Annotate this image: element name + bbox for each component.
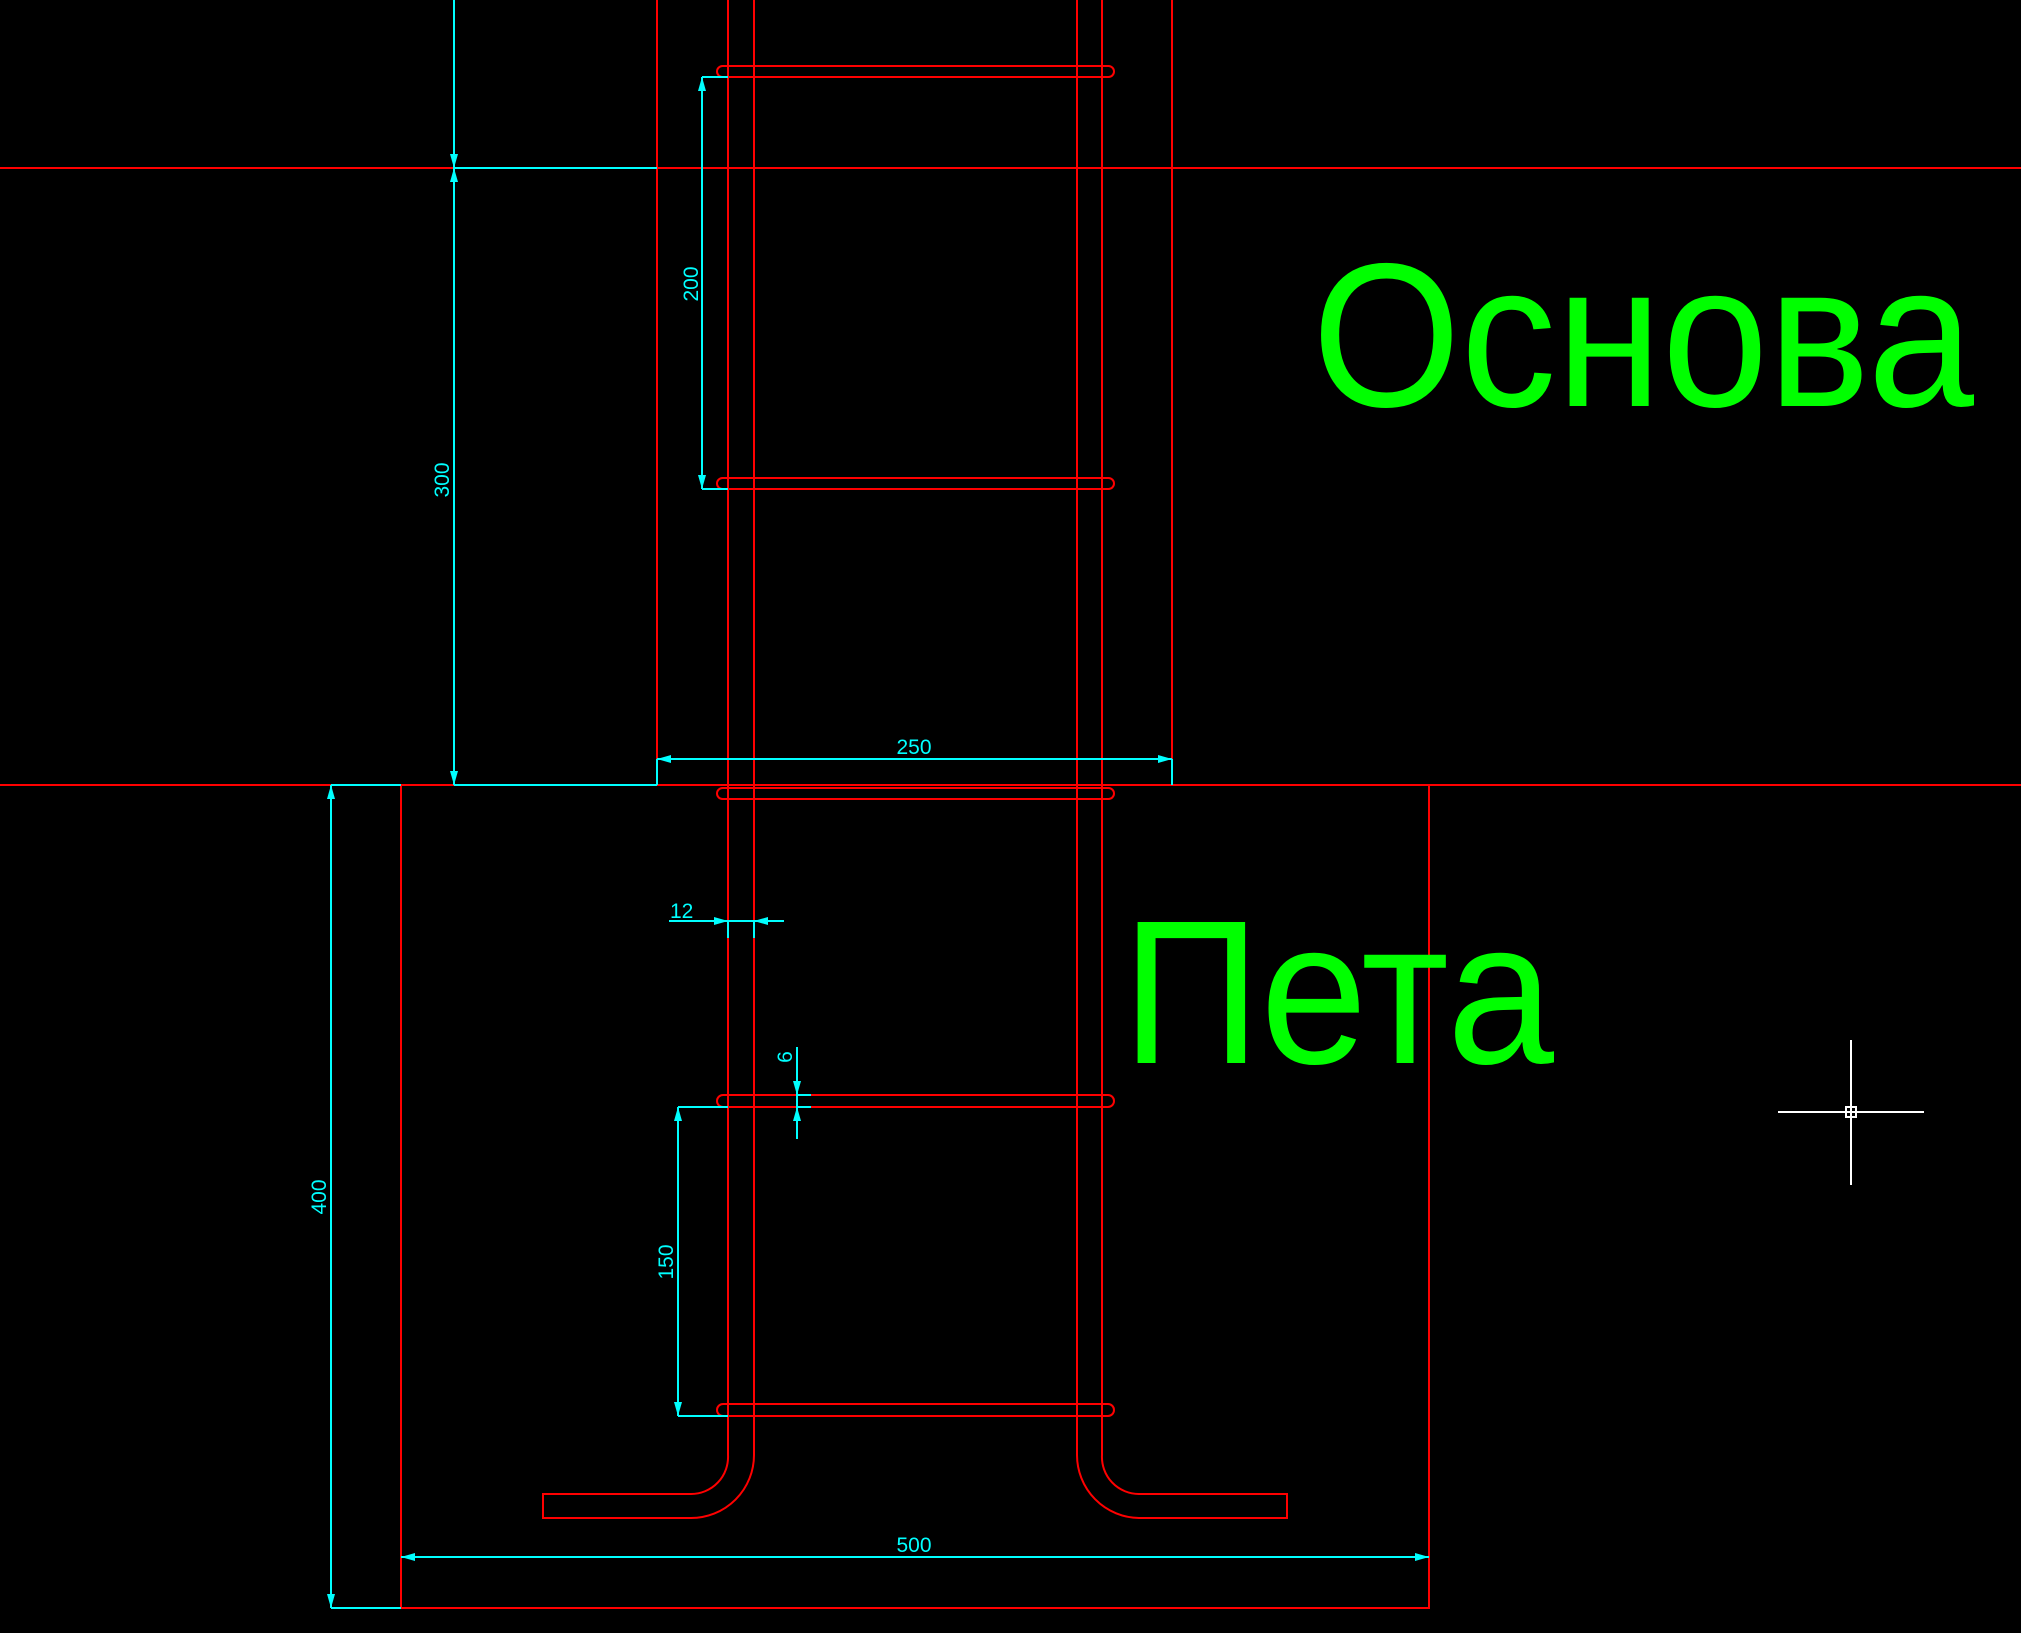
dimension-6: 6	[774, 1047, 811, 1139]
stirrup	[716, 477, 1115, 490]
dimension-400: 400	[308, 784, 401, 1609]
stirrups	[716, 65, 1115, 1417]
stirrup	[716, 65, 1115, 78]
dimension-text: 400	[308, 1179, 331, 1214]
dimension-text: 12	[670, 900, 693, 923]
footing-outline	[400, 784, 1430, 1609]
label-base: Основа	[1312, 221, 1975, 450]
label-heel: Пета	[1122, 878, 1555, 1107]
dimension-500: 500	[401, 1534, 1429, 1561]
stirrup	[716, 787, 1115, 800]
dimension-12: 12	[669, 900, 784, 938]
dimension-250: 250	[656, 736, 1173, 785]
dimension-text: 6	[774, 1051, 797, 1063]
dimension-300: 300	[431, 0, 657, 786]
dimension-text: 150	[655, 1244, 678, 1279]
dimension-200: 200	[680, 76, 728, 490]
dimension-text: 300	[431, 462, 454, 497]
rebar-left	[542, 0, 755, 1519]
dimension-text: 250	[896, 736, 931, 759]
stirrup	[716, 1403, 1115, 1417]
dimension-150: 150	[655, 1106, 728, 1417]
rebar-right	[1076, 0, 1288, 1519]
stirrup	[716, 1094, 1115, 1108]
crosshair-cursor-icon	[1778, 1040, 1924, 1185]
dimension-text: 200	[680, 266, 703, 301]
dimension-text: 500	[896, 1534, 931, 1557]
